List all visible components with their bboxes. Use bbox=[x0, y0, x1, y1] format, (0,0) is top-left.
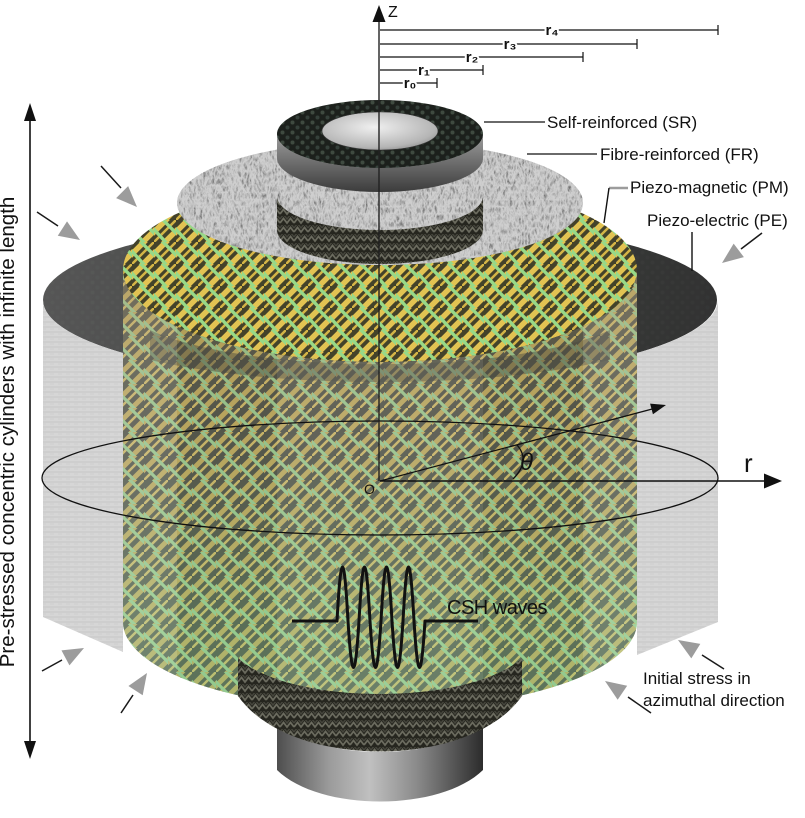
coordinate-system: Z r θ O bbox=[41, 4, 782, 536]
radius-label-r2: r₂ bbox=[466, 49, 479, 66]
radius-labels: r₀ r₁ r₂ r₃ r₄ bbox=[402, 20, 561, 94]
radius-label-r1: r₁ bbox=[418, 62, 430, 79]
core-top bbox=[321, 111, 439, 151]
extent-arrowhead-down-icon bbox=[24, 741, 36, 759]
origin-label: O bbox=[364, 481, 375, 497]
wash-band bbox=[123, 270, 177, 710]
theta-label: θ bbox=[520, 449, 533, 476]
theta-direction-arrow bbox=[379, 407, 657, 482]
stress-arrowhead-icon bbox=[61, 648, 84, 666]
r-axis-arrowhead-icon bbox=[764, 473, 782, 489]
stress-arrowhead-icon bbox=[57, 221, 80, 240]
csh-wave: CSH waves bbox=[292, 565, 548, 669]
csh-wave-label: CSH waves bbox=[447, 597, 547, 619]
radius-label-r0: r₀ bbox=[404, 75, 417, 92]
azimuthal-stress-arrowheads bbox=[57, 186, 744, 700]
stress-arrowhead-icon bbox=[128, 673, 147, 696]
layer-label-pm: Piezo-magnetic (PM) bbox=[630, 178, 789, 197]
stress-caption-line1: Initial stress in bbox=[643, 669, 751, 688]
stress-caption: Initial stress in azimuthal direction bbox=[643, 669, 785, 710]
radius-label-r4: r₄ bbox=[546, 22, 559, 39]
theta-angle-arc bbox=[512, 444, 524, 480]
pe-side-left bbox=[43, 300, 123, 652]
equator-circle bbox=[41, 420, 719, 536]
r-axis-label: r bbox=[744, 448, 753, 478]
stress-arrowhead-icon bbox=[116, 186, 137, 207]
z-axis-label: Z bbox=[388, 4, 398, 21]
wash-band bbox=[583, 270, 637, 710]
stress-arrowhead-icon bbox=[722, 243, 744, 263]
layer-label-pe: Piezo-electric (PE) bbox=[647, 211, 788, 230]
layer-annotations: Self-reinforced (SR) Fibre-reinforced (F… bbox=[484, 113, 789, 271]
azimuthal-stress-arrows bbox=[36, 165, 763, 714]
layer-label-fr: Fibre-reinforced (FR) bbox=[600, 145, 759, 164]
stress-arrowhead-icon bbox=[605, 681, 628, 700]
length-extent: Pre-stressed concentric cylinders with i… bbox=[0, 103, 36, 759]
concentric-cylinders bbox=[43, 100, 718, 802]
z-axis-arrowhead-icon bbox=[372, 5, 386, 22]
stress-caption-line2: azimuthal direction bbox=[643, 691, 785, 710]
side-caption: Pre-stressed concentric cylinders with i… bbox=[0, 197, 19, 668]
core-bottom bbox=[277, 722, 483, 802]
sr-side-band bbox=[277, 196, 483, 264]
sr-bottom-band bbox=[238, 658, 522, 752]
theta-arrowhead-icon bbox=[650, 403, 666, 415]
sr-bevel bbox=[277, 134, 483, 192]
stress-arrowhead-icon bbox=[678, 640, 701, 659]
pe-side-right bbox=[637, 300, 718, 655]
layer-label-sr: Self-reinforced (SR) bbox=[547, 113, 697, 132]
extent-arrowhead-up-icon bbox=[24, 103, 36, 121]
pm-leader-line bbox=[603, 187, 610, 224]
csh-wave-glyph bbox=[292, 565, 478, 669]
radius-label-r3: r₃ bbox=[504, 36, 517, 53]
radius-bars bbox=[380, 25, 719, 88]
